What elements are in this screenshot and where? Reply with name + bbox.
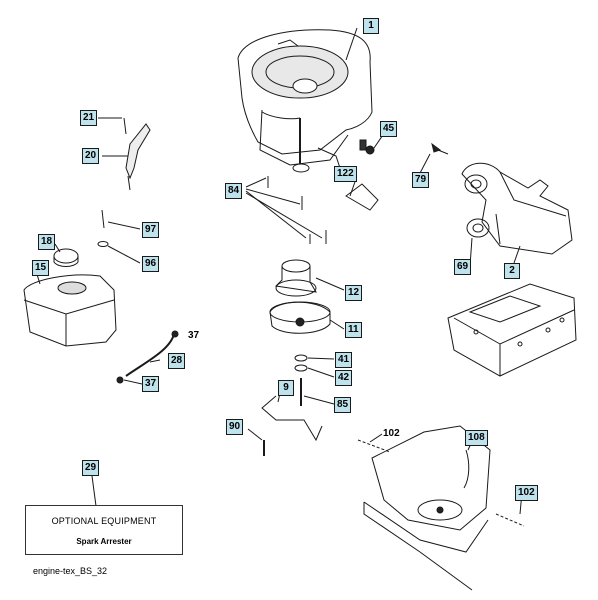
- throttle-drawing: [123, 117, 151, 191]
- callout-122: 122: [334, 166, 357, 182]
- heat-shield-drawing: [447, 283, 577, 377]
- callout-79: 79: [412, 172, 430, 188]
- callout-90: 90: [226, 419, 244, 435]
- callout-108: 108: [465, 430, 488, 446]
- muffler-drawing: [431, 142, 573, 255]
- optional-equipment-title: OPTIONAL EQUIPMENT: [51, 516, 157, 526]
- pulley-drawing: [274, 259, 317, 297]
- shield-drawing: [363, 425, 491, 591]
- callout-97: 97: [142, 222, 160, 238]
- engine-drawing: [237, 29, 375, 173]
- optional-equipment-box: OPTIONAL EQUIPMENT Spark Arrester: [25, 505, 183, 555]
- callout-84: 84: [225, 183, 243, 199]
- callout-1: 1: [363, 18, 379, 34]
- callout-11: 11: [345, 322, 362, 338]
- callout-9: 9: [278, 380, 294, 396]
- callout-102-right: 102: [515, 485, 538, 501]
- clutch-drawing: [269, 301, 331, 334]
- callout-28: 28: [168, 353, 186, 369]
- diagram-caption: engine-tex_BS_32: [33, 566, 108, 576]
- callout-2: 2: [504, 263, 520, 279]
- callout-85: 85: [334, 397, 352, 413]
- callout-21: 21: [80, 110, 98, 126]
- callout-69: 69: [454, 259, 472, 275]
- callout-18: 18: [38, 234, 56, 250]
- callout-37-top: 37: [188, 330, 200, 341]
- callout-102-left: 102: [383, 428, 400, 439]
- callout-37-bottom: 37: [142, 376, 160, 392]
- callout-29: 29: [82, 460, 100, 476]
- callout-12: 12: [345, 285, 363, 301]
- callout-45: 45: [380, 121, 398, 137]
- fuel-tank-drawing: [23, 248, 117, 347]
- spark-arrester-label: Spark Arrester: [76, 537, 132, 546]
- callout-42: 42: [335, 370, 353, 386]
- callout-96: 96: [142, 256, 160, 272]
- callout-41: 41: [335, 352, 353, 368]
- callout-15: 15: [32, 260, 50, 276]
- callout-20: 20: [82, 148, 100, 164]
